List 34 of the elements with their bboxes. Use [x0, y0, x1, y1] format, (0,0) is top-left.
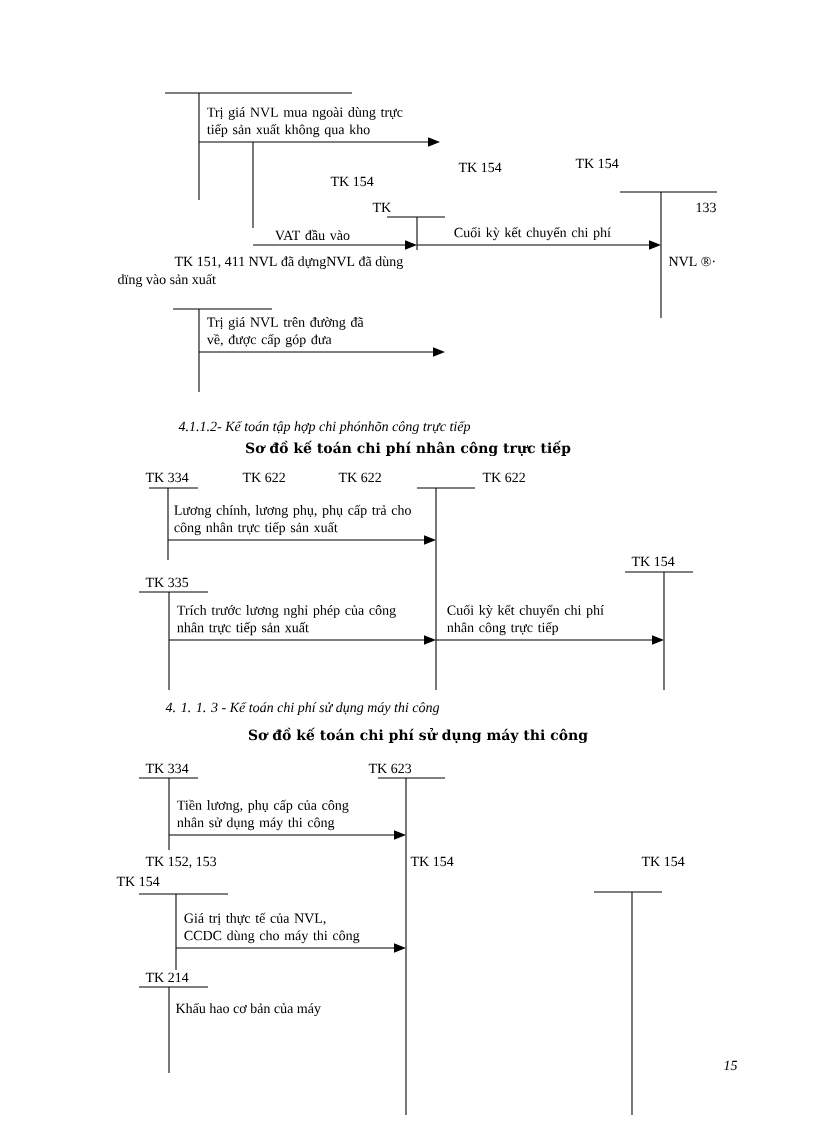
- edge-label: Trích trước lương nghỉ phép của công nhân trực tiếp sản xuất: [177, 605, 396, 636]
- arrow: [252, 240, 417, 250]
- arrow: [416, 240, 661, 250]
- edge-label: Tiền lương, phụ cấp của công nhân sử dụng máy thi công: [177, 799, 349, 831]
- bold-heading: Sơ đồ kế toán chi phí nhân công trực tiếp: [246, 440, 571, 457]
- arrow: [168, 635, 436, 645]
- note-text: NVL ®·: [668, 256, 715, 267]
- edge-label: Lương chính, lương phụ, phụ cấp trả cho công nhân trực tiếp sản xuất: [174, 504, 411, 536]
- edge-label: VAT đầu vào: [275, 229, 350, 241]
- arrow: [168, 830, 406, 840]
- account-label: TK 154: [330, 176, 374, 187]
- page-number: 15: [723, 1060, 738, 1071]
- edge-label: Giá trị thực tế của NVL, CCDC dùng cho máy thi công: [184, 912, 360, 944]
- bold-heading: Sơ đồ kế toán chi phí sử dụng máy thi công: [248, 727, 588, 744]
- edge-label: Cuối kỳ kết chuyển chi phí nhân công trực tiếp: [447, 604, 604, 636]
- arrow: [175, 943, 406, 953]
- note-text: Khấu hao cơ bản của máy: [175, 1002, 321, 1016]
- edge-label: Cuối kỳ kết chuyển chi phí: [454, 227, 611, 241]
- account-label: TK 154: [116, 876, 160, 887]
- arrow: [198, 137, 440, 147]
- arrow: [198, 347, 445, 357]
- note-text: TK 151, 411 NVL đã dựngNVL đã dùng: [174, 256, 403, 269]
- edge-label: Trị giá NVL trên đường đã về, được cấp góp đưa: [206, 317, 364, 348]
- arrow: [435, 635, 664, 645]
- t-account: TK 154: [624, 556, 694, 691]
- t-account: TK: [372, 202, 446, 251]
- account-label: TK 622: [242, 472, 285, 483]
- edge-label: Trị giá NVL mua ngoài dùng trực tiếp sản xuất không qua kho: [207, 107, 403, 138]
- account-label: TK 622: [338, 472, 381, 483]
- section-heading: 4.1.1.2- Kế toán tập hợp chi phónhõn công trực tiếp: [178, 420, 471, 434]
- t-account: TK 154: [593, 856, 685, 1116]
- account-label: TK 154: [410, 856, 454, 867]
- arrow: [167, 535, 436, 545]
- section-heading: 4. 1. 1. 3 - Kế toán chi phí sử dụng máy thi công: [165, 701, 440, 715]
